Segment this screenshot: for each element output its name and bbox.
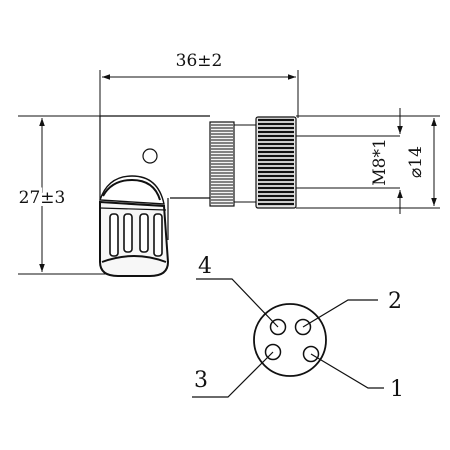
cable-boot — [99, 175, 170, 277]
pin-4-contact — [269, 318, 287, 336]
dimension-height: 27±3 — [16, 115, 108, 275]
pin-2-label: 2 — [388, 289, 402, 314]
mounting-hole — [142, 148, 158, 164]
dimension-length-label: 36±2 — [176, 51, 223, 71]
pin-3-contact — [264, 343, 282, 361]
knurled-ring — [209, 121, 235, 207]
dimension-thread: M8*1 — [370, 108, 403, 214]
dimension-diameter-label: ⌀14 — [406, 146, 426, 178]
pin-layout: 4 2 3 1 — [192, 254, 404, 402]
pin-4-label: 4 — [198, 254, 212, 279]
pin-2-contact — [294, 318, 312, 336]
coupling-nut — [255, 116, 297, 209]
pin-1-label: 1 — [390, 377, 404, 402]
connector-face — [253, 303, 327, 377]
dimension-thread-label: M8*1 — [370, 138, 390, 186]
connector-side-view — [99, 115, 400, 277]
dimension-height-label: 27±3 — [19, 188, 66, 208]
dimension-diameter: ⌀14 — [296, 115, 440, 209]
dimension-length: 36±2 — [99, 51, 299, 118]
pin-1-contact — [302, 345, 320, 363]
pin-3-label: 3 — [194, 368, 208, 393]
